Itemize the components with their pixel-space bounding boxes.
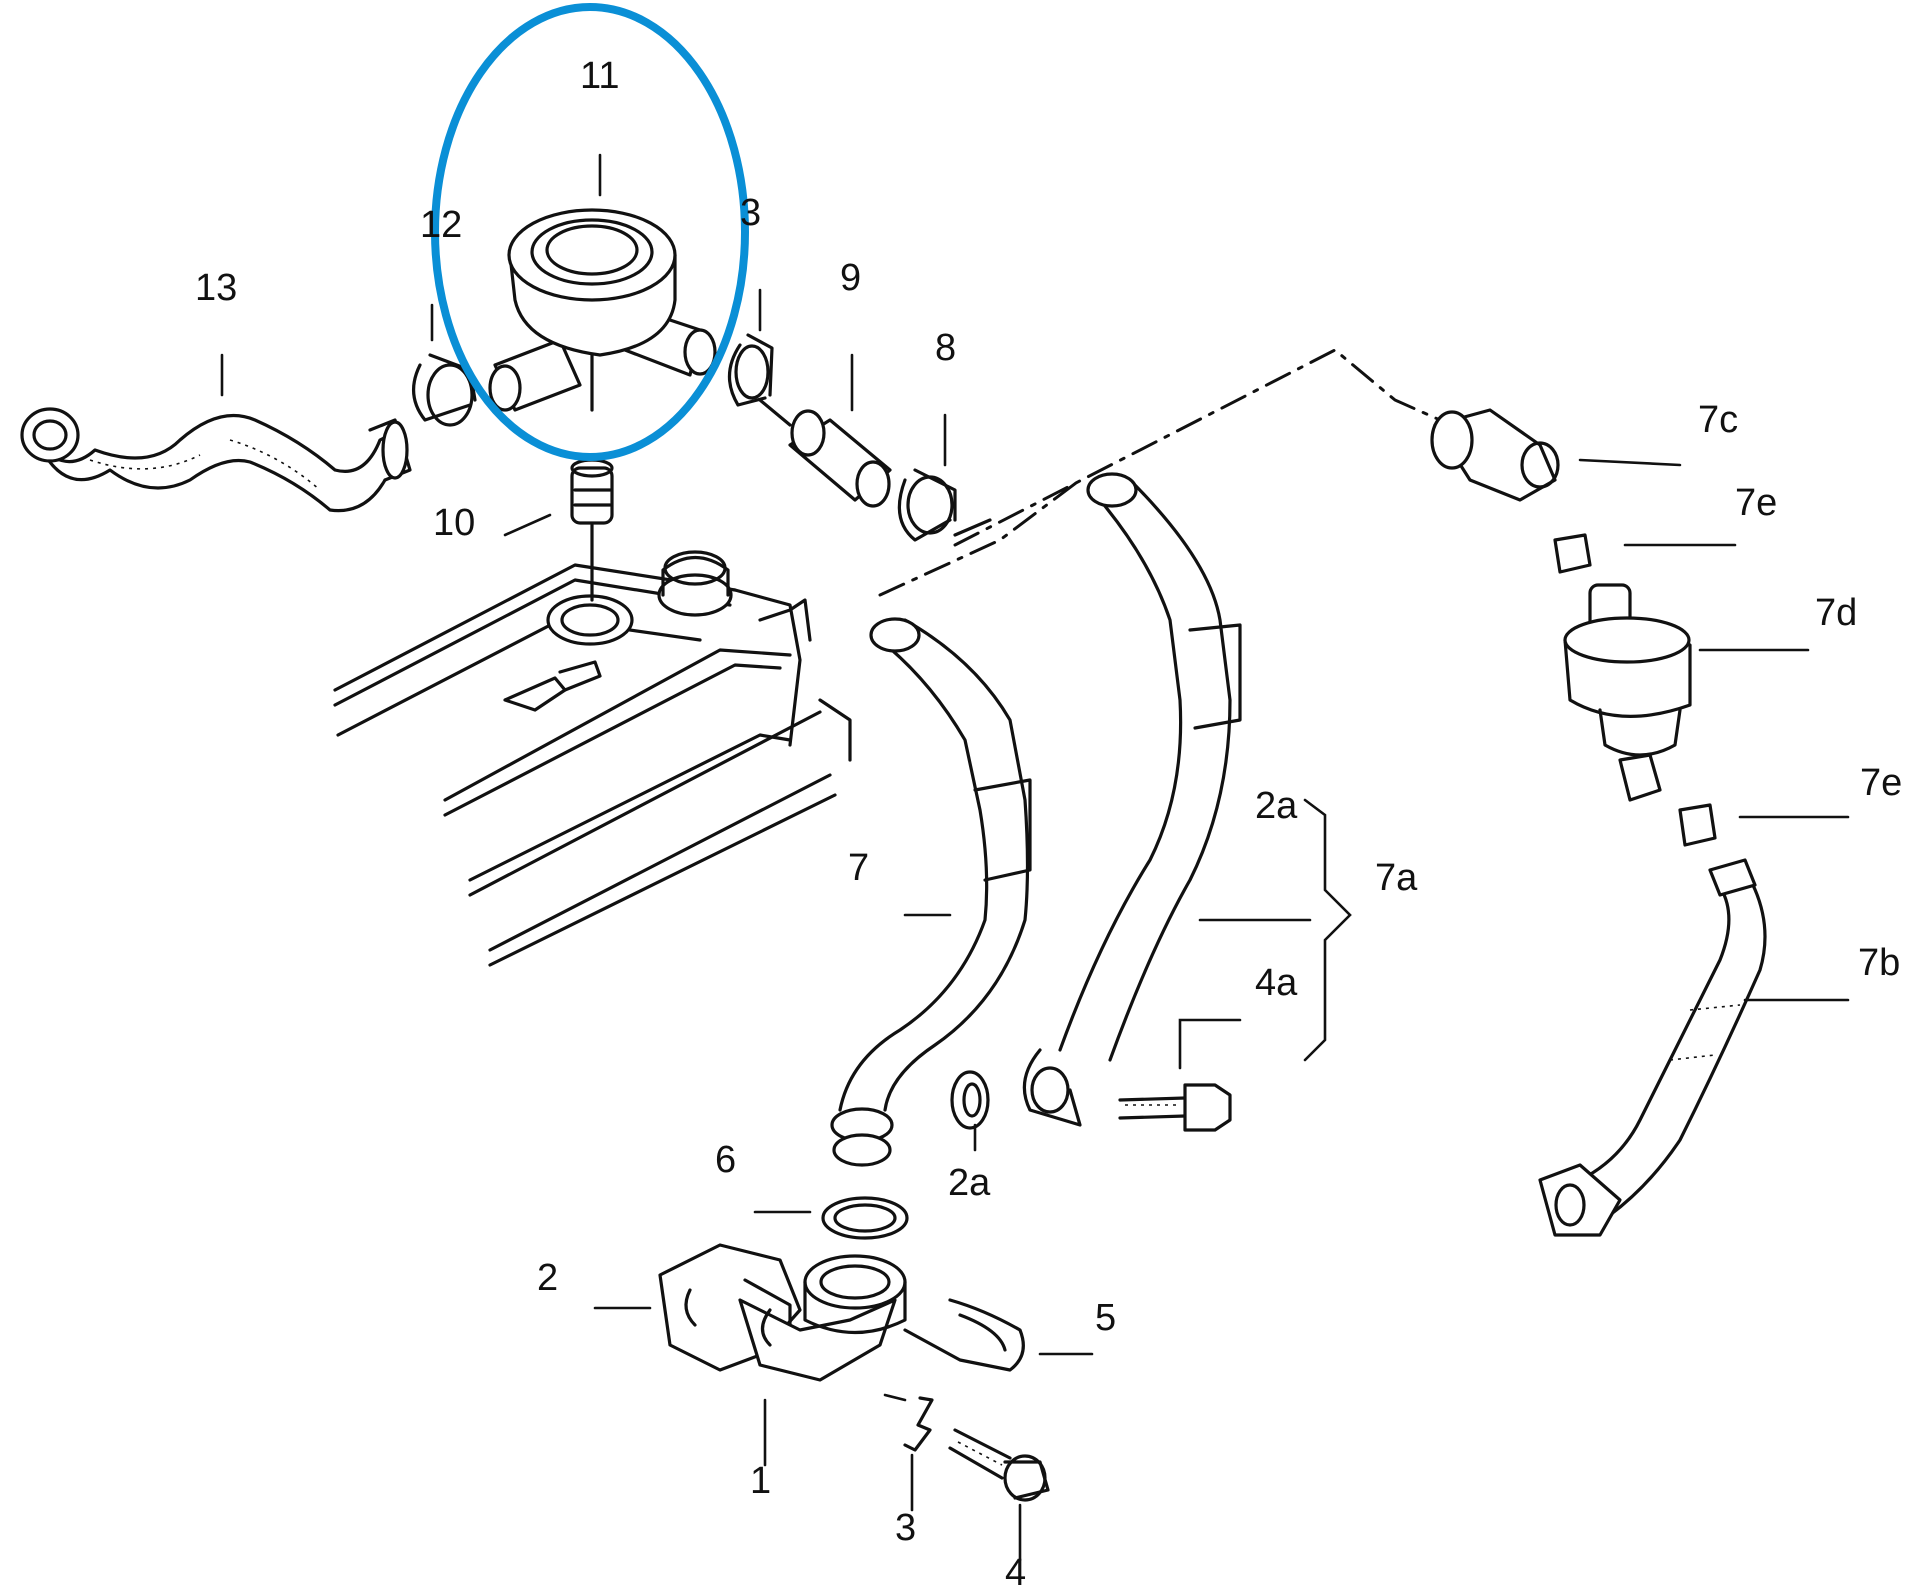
part-7a-pipe bbox=[1022, 472, 1242, 1127]
part-7e-clamp-upper bbox=[1553, 533, 1592, 574]
part-7d-filter bbox=[1563, 583, 1692, 802]
callout-10: 10 bbox=[433, 502, 475, 544]
part-2-flange bbox=[658, 1243, 907, 1382]
part-4-bolt bbox=[948, 1428, 1050, 1502]
callout-labels: 11 12 3 13 9 8 10 7c 7e 7d 7e 2a 7a 7 4a… bbox=[195, 55, 1902, 1594]
callout-1: 1 bbox=[750, 1460, 771, 1502]
part-4a-bolt bbox=[1118, 1083, 1232, 1132]
callout-4a: 4a bbox=[1255, 962, 1298, 1004]
callout-8: 8 bbox=[935, 327, 956, 369]
callout-7: 7 bbox=[848, 847, 869, 889]
part-13-breather-hose bbox=[20, 407, 412, 513]
callout-7d: 7d bbox=[1815, 592, 1857, 634]
part-3-clamp-top bbox=[727, 333, 774, 407]
callout-12: 12 bbox=[420, 204, 462, 246]
highlight-ellipse bbox=[431, 3, 749, 461]
callout-9: 9 bbox=[840, 257, 861, 299]
callout-13: 13 bbox=[195, 267, 237, 309]
callout-7e-lower: 7e bbox=[1860, 762, 1902, 804]
part-7-pipe bbox=[830, 617, 1032, 1167]
callout-7b: 7b bbox=[1858, 942, 1900, 984]
part-11-breather-valve bbox=[488, 208, 717, 412]
part-2a-washer bbox=[950, 1070, 990, 1130]
callout-7e-upper: 7e bbox=[1735, 482, 1777, 524]
callout-7a: 7a bbox=[1375, 857, 1418, 899]
part-7e-clamp-lower bbox=[1678, 803, 1717, 847]
callout-5: 5 bbox=[1095, 1297, 1116, 1339]
callout-2: 2 bbox=[537, 1257, 558, 1299]
callout-11: 11 bbox=[580, 55, 619, 97]
callout-4: 4 bbox=[1005, 1552, 1026, 1594]
callout-3-top: 3 bbox=[740, 192, 761, 234]
part-7c-fitting bbox=[1430, 408, 1560, 502]
part-8-clamp bbox=[897, 468, 992, 542]
part-3-clip-bottom bbox=[883, 1393, 934, 1452]
callout-7c: 7c bbox=[1698, 399, 1738, 441]
callout-3-bottom: 3 bbox=[895, 1507, 916, 1549]
leader-lines bbox=[220, 153, 1850, 1562]
part-7b-hose bbox=[1538, 858, 1767, 1237]
part-9-short-hose bbox=[758, 398, 892, 508]
valve-cover bbox=[333, 550, 852, 967]
callout-2a-lower: 2a bbox=[948, 1162, 991, 1204]
callout-2a-upper: 2a bbox=[1255, 785, 1298, 827]
routing-line-2 bbox=[878, 478, 1082, 597]
callout-6: 6 bbox=[715, 1139, 736, 1181]
routing-line bbox=[953, 348, 1442, 547]
part-5-clip bbox=[903, 1298, 1025, 1372]
part-6-o-ring bbox=[821, 1196, 909, 1240]
